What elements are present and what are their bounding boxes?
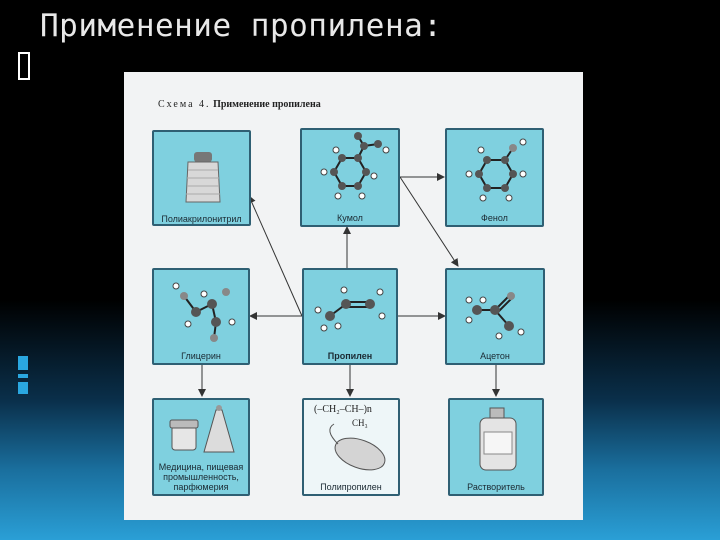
- node-propylene: Пропилен: [302, 268, 398, 365]
- flask-jar-icon: [154, 400, 252, 460]
- label-cumene: Кумол: [302, 213, 398, 223]
- glycerin-molecule-icon: [154, 270, 252, 350]
- label-polyacrylonitrile: Полиакрилонитрил: [154, 214, 249, 224]
- node-medicine: Медицина, пищевая промышленность, парфюм…: [152, 398, 250, 496]
- label-solvent: Растворитель: [450, 482, 542, 492]
- scheme-photo: Схема 4. Применение пропилена Полиакрило…: [124, 72, 583, 520]
- slide-title: Применение пропилена:: [40, 8, 442, 44]
- propylene-molecule-icon: [304, 270, 400, 350]
- label-glycerin: Глицерин: [154, 351, 248, 361]
- label-acetone: Ацетон: [447, 351, 543, 361]
- arrow-propylene-polyacrylonitrile: [249, 196, 302, 316]
- node-phenol: Фенол: [445, 128, 544, 227]
- node-polyacrylonitrile: Полиакрилонитрил: [152, 130, 251, 226]
- left-bar-block: [18, 52, 30, 80]
- acetone-molecule-icon: [447, 270, 547, 350]
- left-accent-3: [18, 382, 28, 394]
- label-phenol: Фенол: [447, 213, 542, 223]
- label-medicine-1: Медицина, пищевая: [154, 462, 248, 472]
- left-accent-2: [18, 374, 28, 378]
- node-polypropylene: (–CH₂–CH–)n CH₃ Полипропилен: [302, 398, 400, 496]
- node-acetone: Ацетон: [445, 268, 545, 365]
- computer-mouse-icon: [304, 400, 402, 470]
- label-polypropylene: Полипропилен: [304, 482, 398, 492]
- yarn-spool-icon: [154, 132, 253, 212]
- label-medicine-2: промышленность,: [154, 472, 248, 482]
- node-cumene: Кумол: [300, 128, 400, 227]
- label-propylene: Пропилен: [304, 351, 396, 361]
- cumene-molecule-icon: [302, 130, 402, 210]
- node-solvent: Растворитель: [448, 398, 544, 496]
- node-glycerin: Глицерин: [152, 268, 250, 365]
- phenol-molecule-icon: [447, 130, 546, 210]
- bottle-icon: [450, 400, 546, 475]
- label-medicine-3: парфюмерия: [154, 482, 248, 492]
- left-accent-1: [18, 356, 28, 370]
